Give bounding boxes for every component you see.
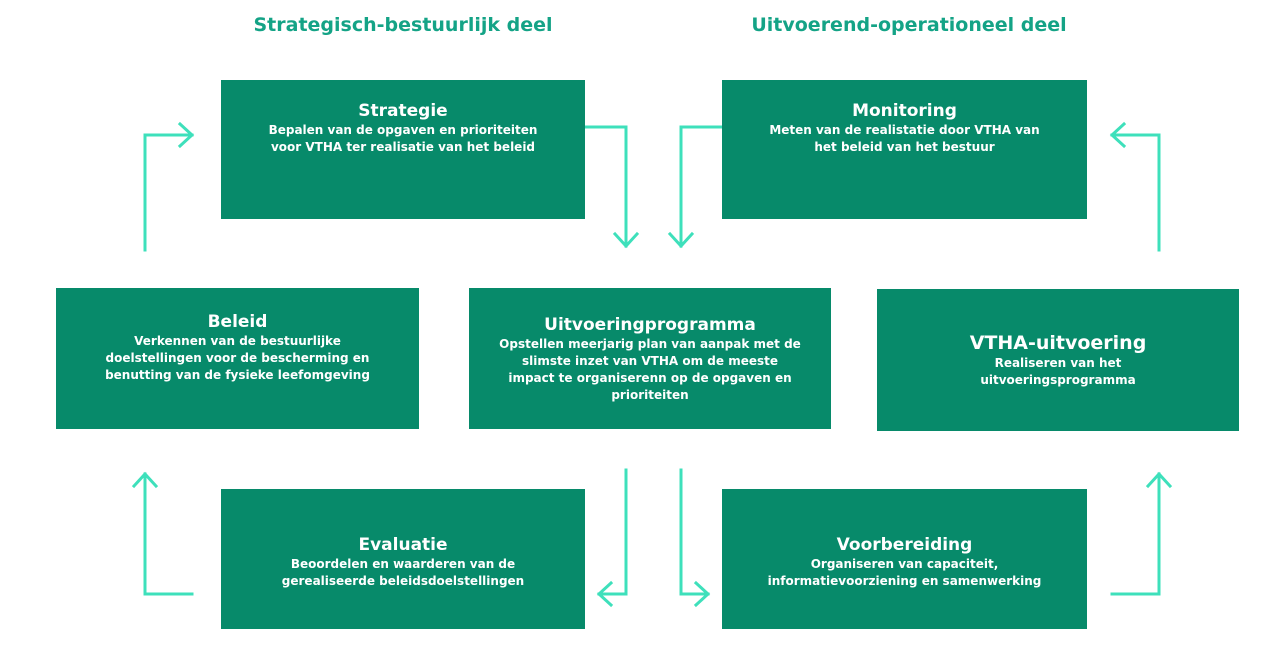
heading-uitvoerend-operationeel: Uitvoerend-operationeel deel — [751, 14, 1067, 36]
step-title: Uitvoeringprogramma — [544, 314, 756, 335]
step-description-line: het beleid van het bestuur — [814, 139, 995, 154]
step-description-line: voor VTHA ter realisatie van het beleid — [270, 139, 536, 154]
step-description-line: Bepalen van de opgaven en prioriteiten — [268, 122, 538, 137]
arrow-strategie-to-uitvoeringprogramma — [566, 125, 640, 249]
step-box-monitoring: Monitoring Meten van de realistatie door… — [722, 80, 1087, 219]
step-description-line: impact te organiserenn op de opgaven en — [508, 370, 792, 385]
step-description-line: doelstellingen voor de bescherming en — [105, 351, 370, 365]
arrow-uitvoeringprogramma-to-evaluatie — [596, 468, 628, 608]
step-box-vtha-uitvoering: VTHA-uitvoering Realiseren van het uitvo… — [877, 289, 1239, 431]
step-description-line: Beoordelen en waarderen van de — [290, 557, 516, 571]
arrow-vtha-to-monitoring — [1109, 121, 1161, 252]
step-box-uitvoeringprogramma: Uitvoeringprogramma Opstellen meerjarig … — [469, 288, 831, 429]
step-box-voorbereiding: Voorbereiding Organiseren van capaciteit… — [722, 489, 1087, 629]
step-box-evaluatie: Evaluatie Beoordelen en waarderen van de… — [221, 489, 585, 629]
arrow-beleid-to-strategie — [143, 121, 195, 252]
step-title: VTHA-uitvoering — [969, 332, 1147, 354]
step-description-line: Meten van de realistatie door VTHA van — [769, 122, 1040, 137]
step-title: Voorbereiding — [836, 535, 973, 555]
step-description-line: benutting van de fysieke leefomgeving — [105, 368, 370, 382]
arrow-voorbereiding-to-vtha — [1110, 471, 1173, 596]
step-description-line: informatievoorziening en samenwerking — [767, 574, 1042, 588]
step-description-line: Verkennen van de bestuurlijke — [134, 334, 341, 348]
arrow-evaluatie-to-beleid — [131, 471, 194, 596]
step-title: Evaluatie — [358, 535, 448, 555]
step-description-line: Realiseren van het — [994, 356, 1122, 370]
step-title: Monitoring — [852, 100, 957, 121]
step-description-line: Organiseren van capaciteit, — [810, 557, 999, 571]
step-title: Strategie — [358, 100, 448, 121]
step-description-line: gerealiseerde beleidsdoelstellingen — [281, 574, 525, 588]
step-description-line: prioriteiten — [611, 387, 689, 402]
step-box-beleid: Beleid Verkennen van de bestuurlijke doe… — [56, 288, 419, 429]
arrow-monitoring-to-uitvoeringprogramma — [667, 125, 741, 249]
step-box-strategie: Strategie Bepalen van de opgaven en prio… — [221, 80, 585, 219]
step-description-line: uitvoeringsprogramma — [980, 373, 1136, 387]
heading-strategisch-bestuurlijk: Strategisch-bestuurlijk deel — [253, 14, 553, 36]
arrow-uitvoeringprogramma-to-voorbereiding — [679, 468, 711, 608]
step-title: Beleid — [207, 312, 268, 332]
step-description-line: slimste inzet van VTHA om de meeste — [521, 353, 778, 368]
step-description-line: Opstellen meerjarig plan van aanpak met … — [499, 336, 801, 351]
